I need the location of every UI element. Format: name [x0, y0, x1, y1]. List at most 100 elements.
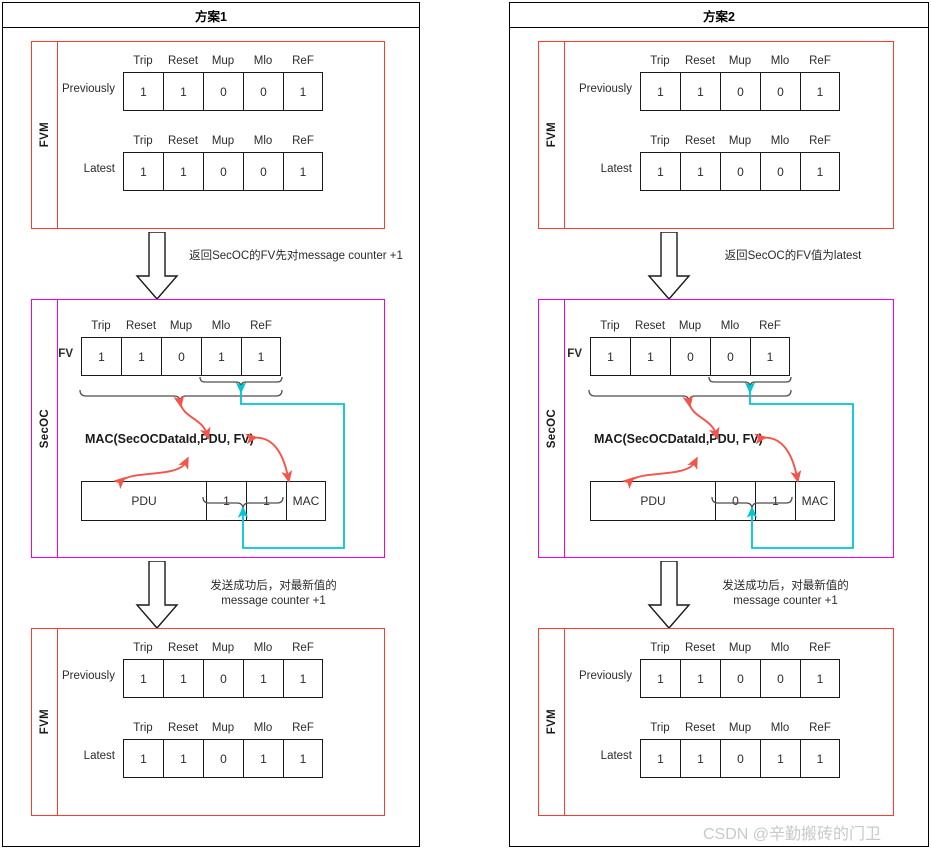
- flow-note-top-1: 返回SecOC的FV先对message counter +1: [189, 250, 403, 262]
- reg-header: Trip: [650, 55, 670, 67]
- reg-cell: 0: [720, 72, 760, 111]
- reg-cell: 1: [760, 739, 800, 778]
- reg-cell: 0: [203, 72, 243, 111]
- flow-arrow-down-top-1: [135, 232, 179, 301]
- reg-header: Reset: [684, 722, 716, 734]
- counter-cell: 1: [755, 481, 795, 521]
- secoc-group-2: SecOC: [538, 299, 894, 558]
- reg-header: ReF: [759, 320, 781, 332]
- reg-cell: 1: [800, 152, 840, 191]
- reg-header: Mlo: [253, 135, 273, 147]
- fvm-top-label-2: FVM: [545, 122, 558, 148]
- reg-cell: 0: [760, 659, 800, 698]
- secoc-fv-register-1: Trip Reset Mup Mlo ReF 1 1 0 1 1: [81, 318, 281, 376]
- reg-cell: 1: [800, 659, 840, 698]
- reg-header: Mup: [728, 135, 752, 147]
- reg-header: ReF: [250, 320, 272, 332]
- counter-cell: 0: [715, 481, 755, 521]
- fvm-top-row-label-latest-2: Latest: [600, 163, 632, 175]
- reg-header: Trip: [133, 642, 153, 654]
- reg-header: Reset: [167, 135, 199, 147]
- reg-header: Mlo: [720, 320, 740, 332]
- reg-header: ReF: [809, 642, 831, 654]
- reg-cell: 1: [640, 659, 680, 698]
- flow-note-top-2: 返回SecOC的FV值为latest: [724, 250, 862, 262]
- fvm-top-headers-latest-1: Trip Reset Mup Mlo ReF: [123, 133, 323, 149]
- reg-cell: 1: [630, 337, 670, 376]
- secoc-fv-register-2: Trip Reset Mup Mlo ReF 1 1 0 0 1: [590, 318, 790, 376]
- pdu-cell: PDU: [590, 481, 715, 521]
- reg-cell: 1: [123, 659, 163, 698]
- reg-cell: 0: [670, 337, 710, 376]
- fvm-bottom-cells-latest-1: 1 1 0 1 1: [123, 739, 323, 778]
- reg-header: Reset: [684, 642, 716, 654]
- fvm-bottom-headers-latest-1: Trip Reset Mup Mlo ReF: [123, 720, 323, 736]
- reg-cell: 0: [243, 152, 283, 191]
- mac-cell: MAC: [286, 481, 326, 521]
- secoc-pdu-register-2: PDU 0 1 MAC: [590, 481, 835, 521]
- reg-header: ReF: [292, 642, 314, 654]
- reg-header: Mup: [211, 55, 235, 67]
- reg-cell: 1: [123, 152, 163, 191]
- fvm-bottom-register-previously-1: Trip Reset Mup Mlo ReF 1 1 0 1 1: [123, 640, 323, 698]
- pdu-cell: PDU: [81, 481, 206, 521]
- reg-cell: 0: [203, 739, 243, 778]
- fvm-bottom-group-1: FVM: [31, 628, 385, 816]
- fvm-bottom-headers-latest-2: Trip Reset Mup Mlo ReF: [640, 720, 840, 736]
- secoc-label-1: SecOC: [38, 408, 51, 449]
- fvm-bottom-cells-latest-2: 1 1 0 1 1: [640, 739, 840, 778]
- fvm-bottom-row-label-previously-2: Previously: [578, 670, 632, 682]
- reg-cell: 1: [163, 152, 203, 191]
- reg-cell: 1: [163, 739, 203, 778]
- fvm-top-label-1: FVM: [38, 122, 51, 148]
- fvm-top-headers-previously-1: Trip Reset Mup Mlo ReF: [123, 53, 323, 69]
- fvm-top-group-2: FVM: [538, 41, 894, 229]
- reg-cell: 0: [760, 152, 800, 191]
- reg-header: Mlo: [770, 135, 790, 147]
- mac-cell: MAC: [795, 481, 835, 521]
- fvm-bottom-register-previously-2: Trip Reset Mup Mlo ReF 1 1 0 0 1: [640, 640, 840, 698]
- secoc-fv-headers-2: Trip Reset Mup Mlo ReF: [590, 318, 790, 334]
- fvm-bottom-cells-previously-1: 1 1 0 1 1: [123, 659, 323, 698]
- reg-cell: 1: [590, 337, 630, 376]
- reg-header: Reset: [167, 55, 199, 67]
- panel-2-title: 方案2: [510, 3, 928, 28]
- reg-header: Mup: [678, 320, 702, 332]
- secoc-pdu-cells-1: PDU 1 1 MAC: [81, 481, 326, 521]
- fvm-bottom-register-latest-2: Trip Reset Mup Mlo ReF 1 1 0 1 1: [640, 720, 840, 778]
- reg-header: Reset: [167, 722, 199, 734]
- reg-cell: 0: [760, 72, 800, 111]
- fvm-bottom-label-wrap-1: FVM: [32, 629, 58, 815]
- reg-cell: 1: [163, 72, 203, 111]
- reg-cell: 0: [720, 739, 760, 778]
- secoc-pdu-register-1: PDU 1 1 MAC: [81, 481, 326, 521]
- reg-cell: 1: [283, 152, 323, 191]
- reg-cell: 1: [243, 659, 283, 698]
- reg-cell: 1: [163, 659, 203, 698]
- reg-header: Reset: [684, 55, 716, 67]
- reg-cell: 0: [161, 337, 201, 376]
- reg-cell: 1: [680, 659, 720, 698]
- reg-header: Mlo: [770, 55, 790, 67]
- flow-arrow-down-top-2: [647, 232, 691, 301]
- reg-header: Mup: [728, 642, 752, 654]
- fvm-top-headers-previously-2: Trip Reset Mup Mlo ReF: [640, 53, 840, 69]
- reg-cell: 1: [123, 739, 163, 778]
- mac-formula-2: MAC(SecOCDataId,PDU, FV): [594, 432, 763, 446]
- fvm-top-cells-previously-1: 1 1 0 0 1: [123, 72, 323, 111]
- flow-note-bottom-2: 发送成功后，对最新值的 message counter +1: [722, 580, 849, 607]
- reg-cell: 0: [203, 152, 243, 191]
- secoc-fv-cells-1: 1 1 0 1 1: [81, 337, 281, 376]
- reg-header: Mup: [211, 642, 235, 654]
- fvm-bottom-row-label-latest-1: Latest: [83, 750, 115, 762]
- reg-cell: 1: [680, 72, 720, 111]
- fvm-top-register-latest-1: Trip Reset Mup Mlo ReF 1 1 0 0 1: [123, 133, 323, 191]
- reg-cell: 1: [201, 337, 241, 376]
- reg-cell: 1: [243, 739, 283, 778]
- secoc-label-2: SecOC: [545, 408, 558, 449]
- reg-header: Trip: [650, 135, 670, 147]
- reg-header: Trip: [91, 320, 111, 332]
- reg-header: Reset: [634, 320, 666, 332]
- reg-header: Mup: [728, 55, 752, 67]
- flow-arrow-down-bottom-2: [647, 561, 691, 630]
